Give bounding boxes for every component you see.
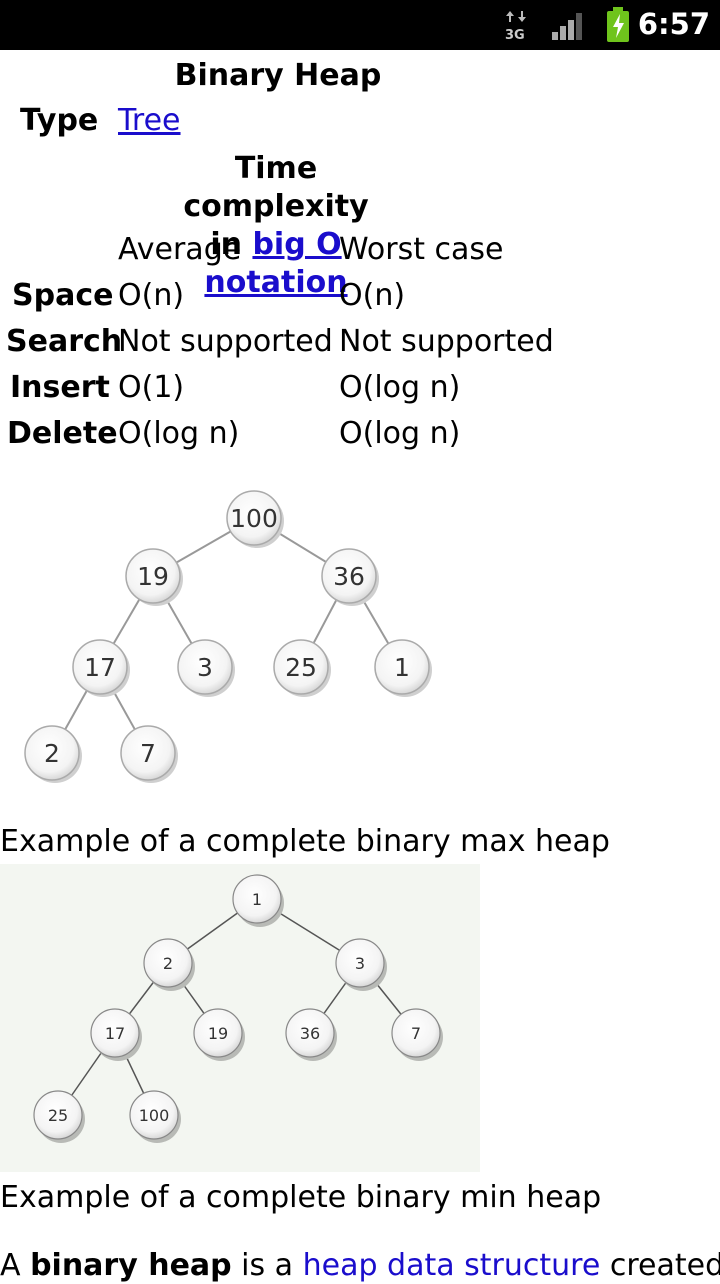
heap-node-label: 19 xyxy=(208,1024,228,1043)
heap-node-circle xyxy=(226,490,282,546)
heap-data-structure-link[interactable]: heap data structure xyxy=(302,1248,601,1283)
min-heap-caption: Example of a complete binary min heap xyxy=(0,1180,602,1215)
heap-node-label: 25 xyxy=(285,653,317,682)
heap-node-circle xyxy=(33,1090,83,1140)
heap-node-label: 2 xyxy=(163,954,173,973)
heap-node-circle xyxy=(72,639,128,695)
heap-node-circle xyxy=(24,725,80,781)
min-heap-nodes: 1 2 3 17 19 36 7 25 100 xyxy=(33,874,443,1143)
heap-node-circle xyxy=(120,725,176,781)
complexity-heading-prefix: in xyxy=(210,227,242,262)
type-label: Type xyxy=(20,103,99,138)
row-label-space: Space xyxy=(12,278,114,313)
column-header-worst: Worst case xyxy=(339,232,504,267)
heap-node-label: 7 xyxy=(411,1024,421,1043)
heap-node-circle xyxy=(193,1008,243,1058)
heap-node-label: 1 xyxy=(394,653,410,682)
type-link[interactable]: Tree xyxy=(118,103,181,138)
row-label-delete: Delete xyxy=(7,416,118,451)
clock-time: 6:57 xyxy=(637,7,710,41)
heap-node-circle xyxy=(143,938,193,988)
big-o-notation-link[interactable]: big O notation xyxy=(204,227,348,300)
heap-node-label: 36 xyxy=(300,1024,320,1043)
cell-delete-worst: O(log n) xyxy=(339,416,461,451)
complexity-heading: Time complexity in big O notation xyxy=(146,150,406,302)
data-activity-icon: 3G xyxy=(505,11,526,41)
heap-node-label: 100 xyxy=(139,1106,170,1125)
heap-node-circle xyxy=(374,639,430,695)
heap-node-label: 2 xyxy=(44,739,60,768)
cell-search-worst: Not supported xyxy=(339,324,554,359)
heap-node-circle xyxy=(232,874,282,924)
heap-node-label: 7 xyxy=(140,739,156,768)
para-middle: is a xyxy=(231,1248,303,1283)
signal-strength-icon xyxy=(552,13,582,40)
para-suffix: created xyxy=(600,1248,720,1283)
max-heap-nodes: 100 19 36 17 3 25 1 2 7 xyxy=(24,490,432,783)
heap-node-circle xyxy=(335,938,385,988)
heap-node-label: 3 xyxy=(355,954,365,973)
heap-node-label: 17 xyxy=(84,653,116,682)
battery-charging-icon xyxy=(607,7,629,42)
cell-space-worst: O(n) xyxy=(339,278,406,313)
heap-node-label: 100 xyxy=(230,504,278,533)
column-header-average: Average xyxy=(118,232,242,267)
heap-node-label: 36 xyxy=(333,562,365,591)
heap-node-circle xyxy=(273,639,329,695)
para-prefix: A xyxy=(0,1248,31,1283)
heap-node-circle xyxy=(177,639,233,695)
cell-space-average: O(n) xyxy=(118,278,185,313)
infobox-title: Binary Heap xyxy=(174,58,382,93)
heap-node-label: 1 xyxy=(252,890,262,909)
heap-node-label: 3 xyxy=(197,653,213,682)
max-heap-caption: Example of a complete binary max heap xyxy=(0,824,610,859)
cell-search-average: Not supported xyxy=(118,324,333,359)
para-bold-term: binary heap xyxy=(30,1248,232,1283)
complexity-heading-line1: Time complexity xyxy=(183,151,369,224)
heap-node-circle xyxy=(125,548,181,604)
complexity-heading-line2: in big O notation xyxy=(146,226,406,302)
heap-node-label: 19 xyxy=(137,562,169,591)
heap-node-label: 17 xyxy=(105,1024,125,1043)
row-label-insert: Insert xyxy=(10,370,110,405)
row-label-search: Search xyxy=(6,324,123,359)
status-bar: 3G 6:57 xyxy=(0,0,720,50)
heap-node-circle xyxy=(285,1008,335,1058)
min-heap-image[interactable]: 1 2 3 17 19 36 7 25 100 xyxy=(0,864,480,1172)
heap-node-circle xyxy=(321,548,377,604)
heap-node-circle xyxy=(90,1008,140,1058)
intro-paragraph: A binary heap is a heap data structure c… xyxy=(0,1248,720,1284)
max-heap-image[interactable]: 100 19 36 17 3 25 1 2 7 xyxy=(0,480,480,790)
heap-node-circle xyxy=(129,1090,179,1140)
heap-node-circle xyxy=(391,1008,441,1058)
cell-insert-average: O(1) xyxy=(118,370,185,405)
network-type-label: 3G xyxy=(505,28,525,41)
heap-node-label: 25 xyxy=(48,1106,68,1125)
cell-delete-average: O(log n) xyxy=(118,416,240,451)
cell-insert-worst: O(log n) xyxy=(339,370,461,405)
